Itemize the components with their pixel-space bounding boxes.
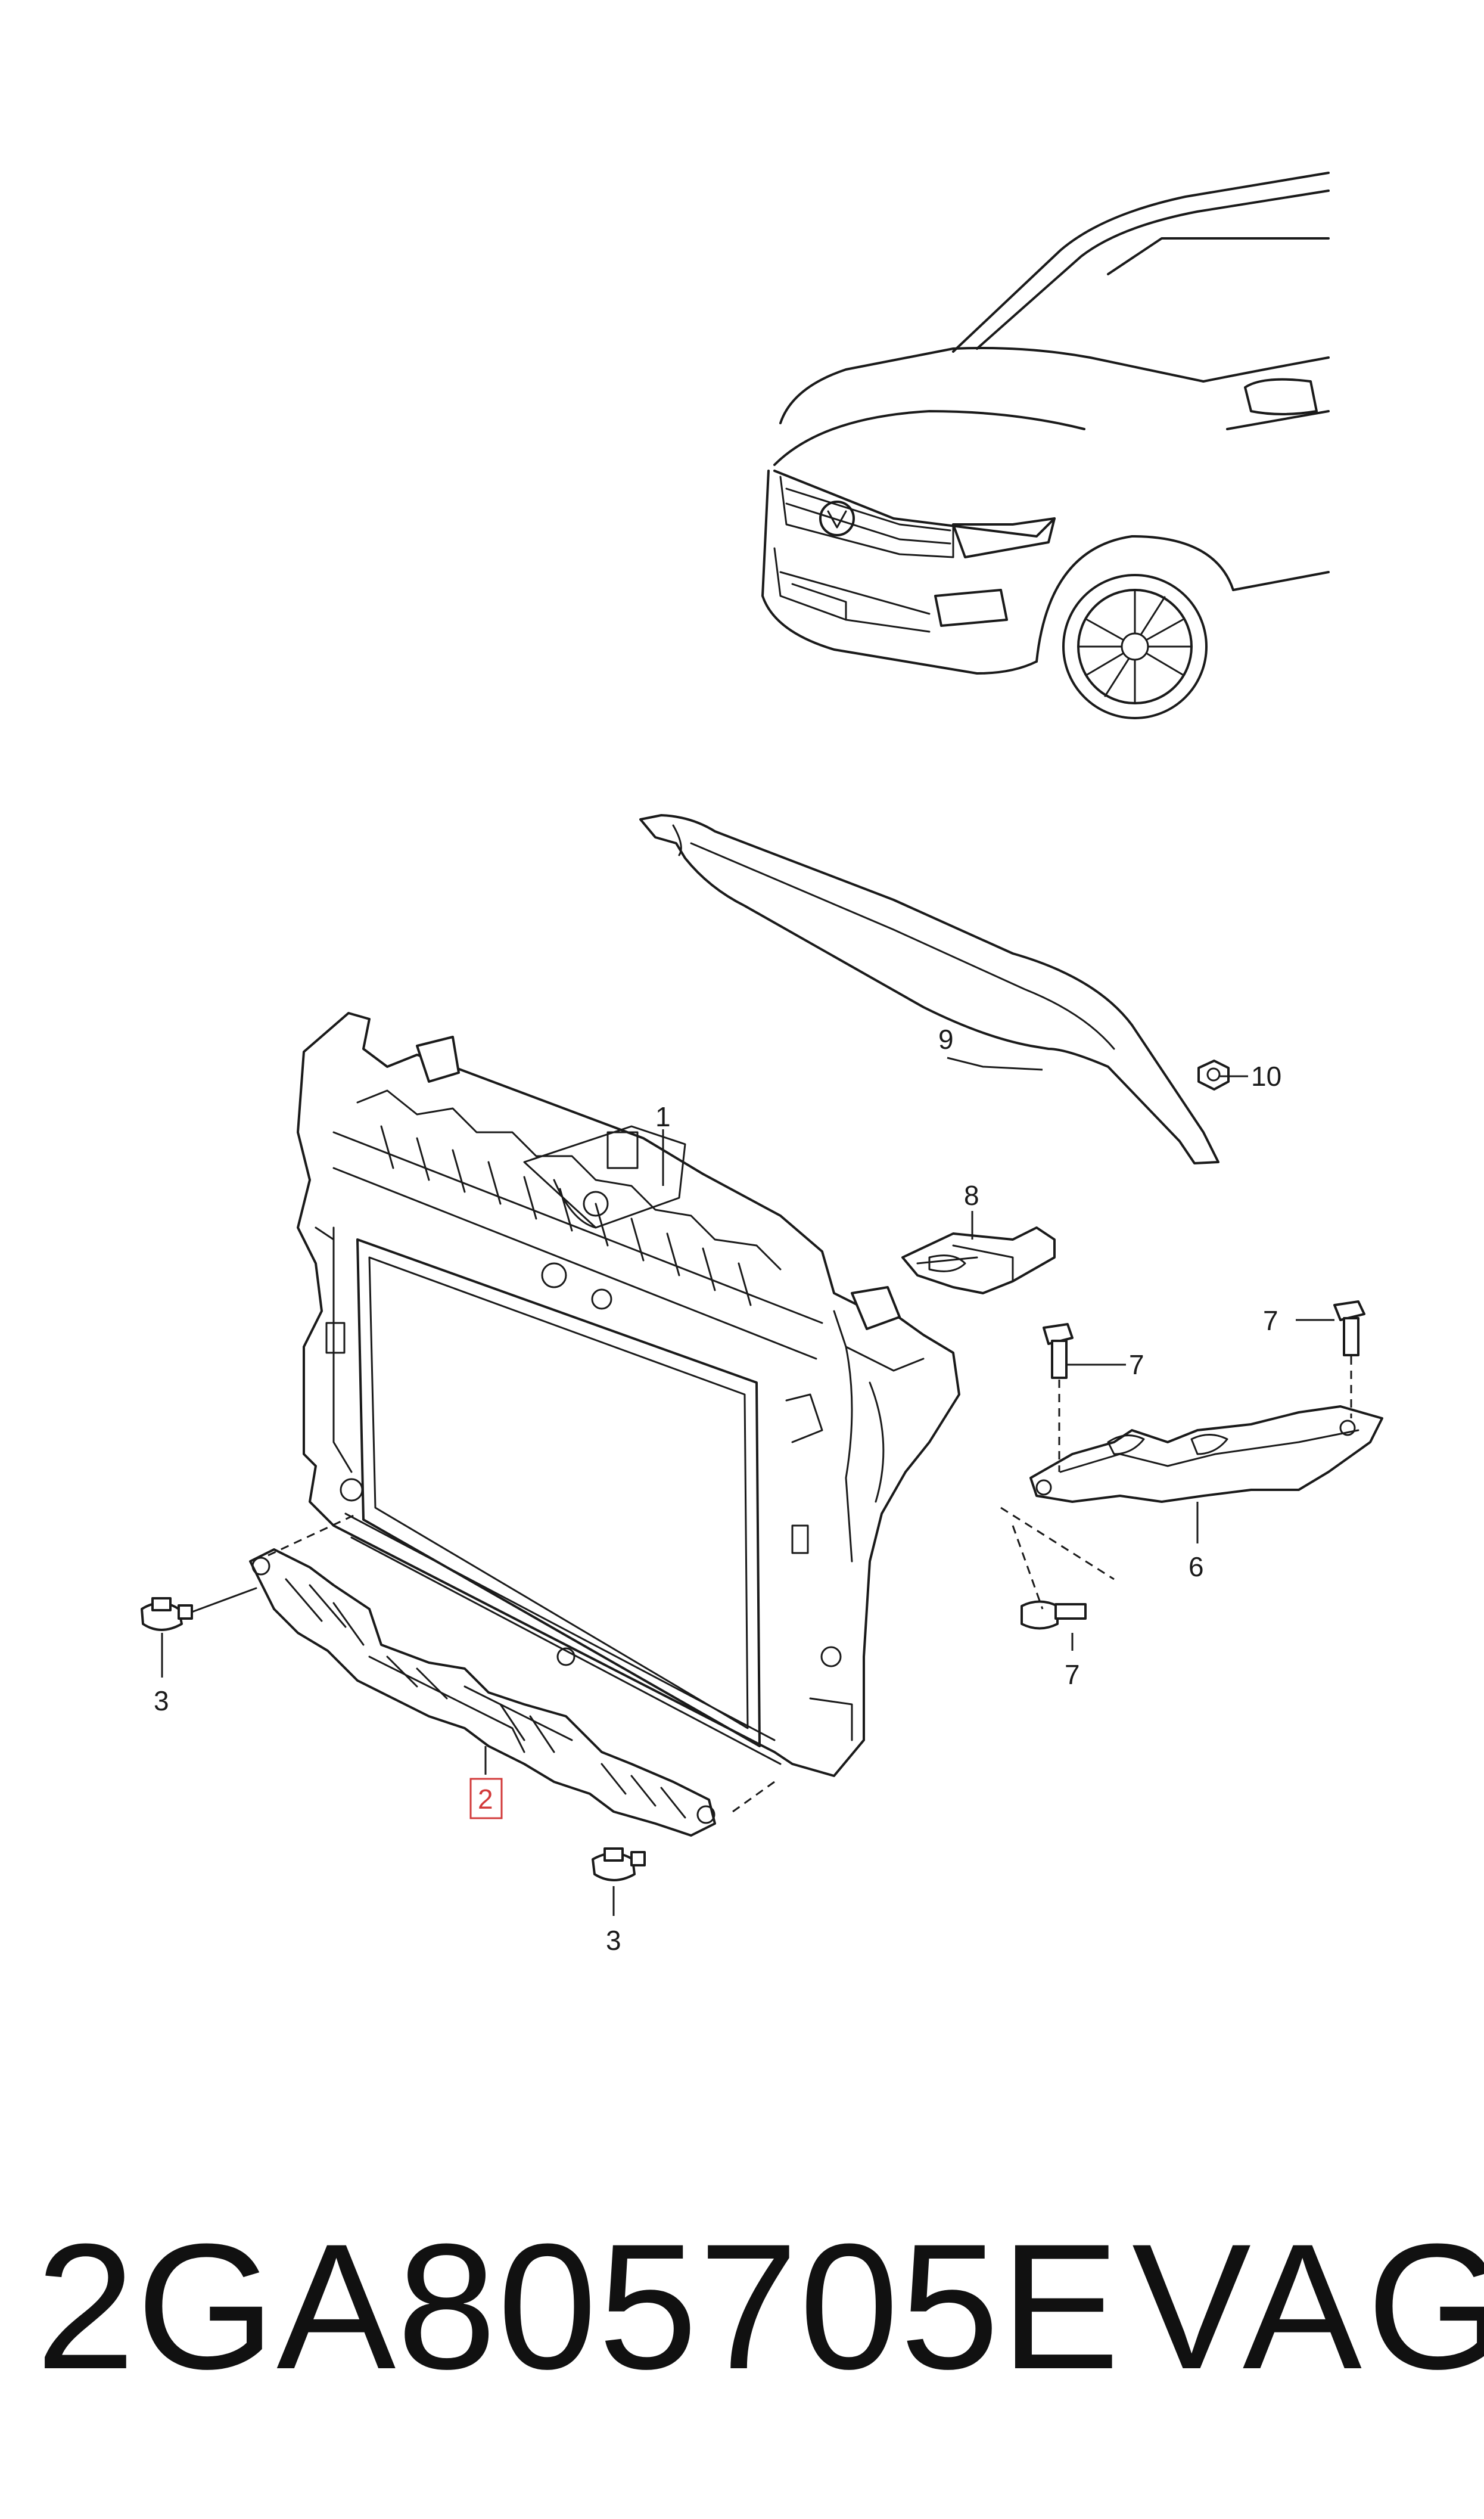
part-2-air-guide bbox=[249, 1548, 716, 1837]
bolt-7-c bbox=[1021, 1600, 1087, 1630]
bolt-3-left bbox=[141, 1587, 257, 1631]
part-1-front-end-carrier bbox=[297, 1012, 960, 1777]
bolt-7-a bbox=[1043, 1323, 1074, 1472]
callout-7-c: 7 bbox=[1065, 1659, 1080, 1690]
vehicle-illustration bbox=[761, 172, 1330, 719]
bolt-3-bottom bbox=[592, 1847, 646, 1881]
callout-7-a: 7 bbox=[1129, 1349, 1144, 1380]
callouts: 1 2 3 3 6 7 7 7 8 9 10 bbox=[154, 1024, 1281, 1956]
leader-lines bbox=[161, 1057, 1334, 1916]
callout-3-left: 3 bbox=[154, 1685, 169, 1716]
brand-label: VAG bbox=[1132, 2206, 1484, 2406]
part-number: 2GA805705E bbox=[36, 2206, 1121, 2406]
callout-2: 2 bbox=[478, 1784, 493, 1815]
callout-9: 9 bbox=[938, 1024, 954, 1055]
part-9-upper-crossmember bbox=[639, 814, 1219, 1164]
bolt-7-b bbox=[1333, 1300, 1365, 1418]
part-6-bracket bbox=[1029, 1405, 1383, 1503]
part-10-nut bbox=[1197, 1060, 1230, 1091]
callout-6: 6 bbox=[1189, 1551, 1204, 1582]
callout-8: 8 bbox=[964, 1180, 979, 1211]
callout-2-box bbox=[469, 1778, 503, 1819]
callout-10: 10 bbox=[1251, 1061, 1281, 1092]
callout-1: 1 bbox=[655, 1101, 671, 1132]
part-8-bracket bbox=[901, 1226, 1056, 1294]
callout-3-bottom: 3 bbox=[606, 1925, 621, 1956]
callout-7-b: 7 bbox=[1263, 1305, 1278, 1336]
